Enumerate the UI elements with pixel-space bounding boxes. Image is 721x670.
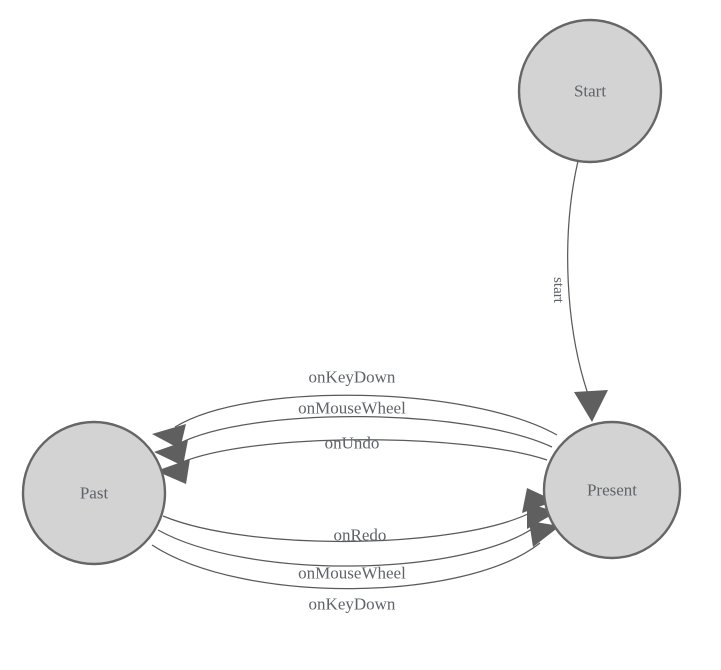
- edge-start-to-present[interactable]: start: [550, 160, 608, 422]
- edge-start-to-present-label: start: [550, 277, 566, 304]
- node-past-circle: [21, 420, 167, 566]
- node-start-circle: [517, 18, 663, 164]
- edge-past-to-present-onkeydown[interactable]: onKeyDown: [151, 521, 560, 614]
- edge-present-to-past-onundo[interactable]: onUndo: [156, 434, 548, 485]
- edge-present-to-past-onundo-label: onUndo: [325, 434, 380, 453]
- node-start-label: Start: [574, 82, 606, 101]
- edge-present-to-past-onundo-path: [179, 439, 548, 464]
- edge-past-to-present-onkeydown-path: [151, 542, 541, 590]
- edge-present-to-past-onmousewheel-path: [177, 416, 553, 448]
- node-present-circle: [542, 420, 682, 560]
- node-present-label: Present: [587, 481, 637, 500]
- edge-present-to-past-onkeydown-path: [174, 394, 558, 436]
- node-past-label: Past: [80, 484, 109, 503]
- edge-present-to-past-onmousewheel[interactable]: onMouseWheel: [154, 399, 553, 467]
- node-start[interactable]: Start: [517, 18, 663, 164]
- edge-past-to-present-onkeydown-label: onKeyDown: [309, 595, 396, 614]
- edge-present-to-past-onkeydown-arrowhead: [152, 424, 186, 449]
- edge-present-to-past-onmousewheel-label: onMouseWheel: [298, 399, 406, 418]
- edge-past-to-present-onredo-label: onRedo: [334, 526, 387, 545]
- edge-present-to-past-onundo-arrowhead: [156, 459, 190, 484]
- edge-past-to-present-onredo-path: [162, 511, 533, 542]
- edge-present-to-past-onkeydown[interactable]: onKeyDown: [152, 368, 558, 450]
- edge-start-to-present-path: [567, 160, 591, 401]
- edge-present-to-past-onmousewheel-arrowhead: [154, 440, 188, 466]
- node-present[interactable]: Present: [542, 420, 682, 560]
- edge-past-to-present-onkeydown-arrowhead: [529, 521, 560, 547]
- edge-start-to-present-arrowhead: [574, 390, 608, 422]
- edge-past-to-present-onmousewheel-label: onMouseWheel: [298, 564, 406, 583]
- node-past[interactable]: Past: [21, 420, 167, 566]
- edge-past-to-present-onmousewheel-path: [157, 526, 536, 567]
- edge-present-to-past-onkeydown-label: onKeyDown: [309, 368, 396, 387]
- edge-past-to-present-onredo[interactable]: onRedo: [162, 488, 555, 545]
